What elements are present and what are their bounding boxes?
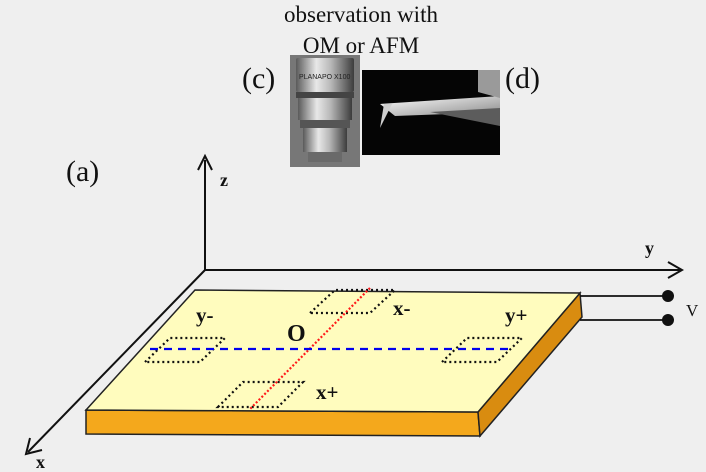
x-axis-label: x: [36, 452, 45, 472]
afm-cantilever-photo: [362, 70, 500, 155]
label-y-plus: y+: [505, 303, 527, 327]
terminal-bottom: [662, 314, 674, 326]
label-y-minus: y-: [196, 303, 214, 327]
voltage-leads: [580, 296, 668, 320]
label-x-minus: x-: [393, 296, 411, 320]
terminal-top: [662, 290, 674, 302]
voltage-label: V: [686, 301, 699, 320]
y-axis-label: y: [645, 238, 654, 258]
objective-lens-photo: PLANAPO X100: [290, 55, 360, 167]
origin-label: O: [287, 321, 306, 347]
z-axis-label: z: [220, 170, 228, 190]
substrate-front-edge: [86, 410, 480, 436]
label-x-plus: x+: [316, 380, 338, 404]
objective-text: PLANAPO X100: [299, 74, 350, 81]
